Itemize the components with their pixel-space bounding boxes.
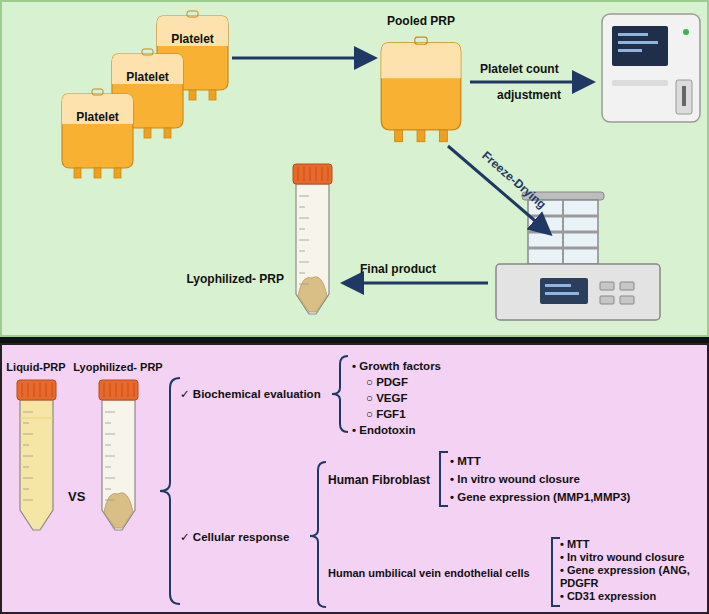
- label-slot: Final product: [360, 262, 436, 276]
- list-item: • In vitro wound closure: [560, 551, 706, 564]
- divider-bar: [0, 337, 709, 343]
- text-label: Human Fibroblast: [328, 473, 430, 487]
- cellular-brace: [310, 462, 326, 607]
- tube-icon: [14, 378, 59, 534]
- bullet-list: • Growth factors○ PDGF○ VEGF○ FGF1• Endo…: [352, 358, 441, 438]
- node-label: Platelet: [155, 10, 230, 46]
- freeze-arrow: [448, 146, 548, 232]
- blood-bag-icon: [60, 88, 135, 180]
- freeze-dryer-icon: [496, 192, 660, 320]
- node-label: Lyophilized- PRP: [186, 272, 284, 286]
- node-label: Pooled PRP: [376, 14, 466, 28]
- list-item: ○ FGF1: [366, 406, 441, 422]
- top-panel: [1, 1, 708, 336]
- bottom-panel: [1, 344, 708, 613]
- list-item: • Gene expression (ANG, PDGFR: [560, 564, 706, 589]
- node-label: Platelet: [110, 48, 185, 84]
- sample-tube: Liquid-PRP: [6, 360, 65, 534]
- label-slot: ✓ Cellular response: [180, 530, 289, 544]
- label-slot: Platelet count: [480, 62, 559, 76]
- tube-icon: [96, 378, 141, 534]
- label-slot: adjustment: [497, 88, 561, 102]
- list-item: • Gene expression (MMP1,MMP3): [450, 488, 630, 506]
- label-slot: Human Fibroblast: [328, 473, 430, 487]
- list-item: • MTT: [560, 538, 706, 551]
- node-label: Lyophilized- PRP: [73, 360, 162, 374]
- label-slot: Freeze-Drying: [479, 148, 549, 211]
- text-label: adjustment: [497, 88, 561, 102]
- text-label: Final product: [360, 262, 436, 276]
- list-item: • Endotoxin: [352, 422, 441, 438]
- fibroblast-bracket: [440, 452, 448, 506]
- label-slot: ✓ Biochemical evaluation: [180, 387, 321, 401]
- count-arrow: [470, 81, 590, 84]
- text-label: Platelet count: [480, 62, 559, 76]
- sample-tube: Lyophilized- PRP: [73, 360, 162, 534]
- final-arrow: [346, 282, 488, 285]
- list-item: ○ VEGF: [366, 390, 441, 406]
- endothelial-bracket: [552, 538, 560, 606]
- flow-arrow: [232, 57, 372, 60]
- analyzer-icon: [602, 14, 700, 122]
- text-label: VS: [68, 490, 85, 504]
- blood-bag-icon: [379, 36, 463, 144]
- list-item: • CD31 expression: [560, 590, 706, 603]
- bullet-list: • MTT• In vitro wound closure• Gene expr…: [560, 538, 706, 603]
- blood-bag: Pooled PRP: [376, 14, 466, 144]
- blood-bag: Platelet: [60, 88, 135, 180]
- list-item: • MTT: [450, 452, 630, 470]
- big-brace: [160, 378, 180, 604]
- node-label: Platelet: [60, 88, 135, 124]
- list-item: ○ PDGF: [366, 374, 441, 390]
- label-slot: Human umbilical vein endothelial cells: [328, 566, 530, 580]
- tube-icon: [290, 162, 335, 318]
- text-label: ✓ Biochemical evaluation: [180, 387, 321, 401]
- bullet-list: • MTT• In vitro wound closure• Gene expr…: [450, 452, 630, 506]
- node-label: Liquid-PRP: [6, 360, 65, 374]
- sample-tube: Lyophilized- PRP: [186, 162, 335, 318]
- text-label: Freeze-Drying: [479, 148, 549, 211]
- label-slot: VS: [68, 490, 85, 504]
- biochem-brace: [332, 356, 348, 432]
- text-label: Human umbilical vein endothelial cells: [328, 566, 530, 580]
- text-label: ✓ Cellular response: [180, 530, 289, 544]
- list-item: • In vitro wound closure: [450, 470, 630, 488]
- list-item: • Growth factors: [352, 358, 441, 374]
